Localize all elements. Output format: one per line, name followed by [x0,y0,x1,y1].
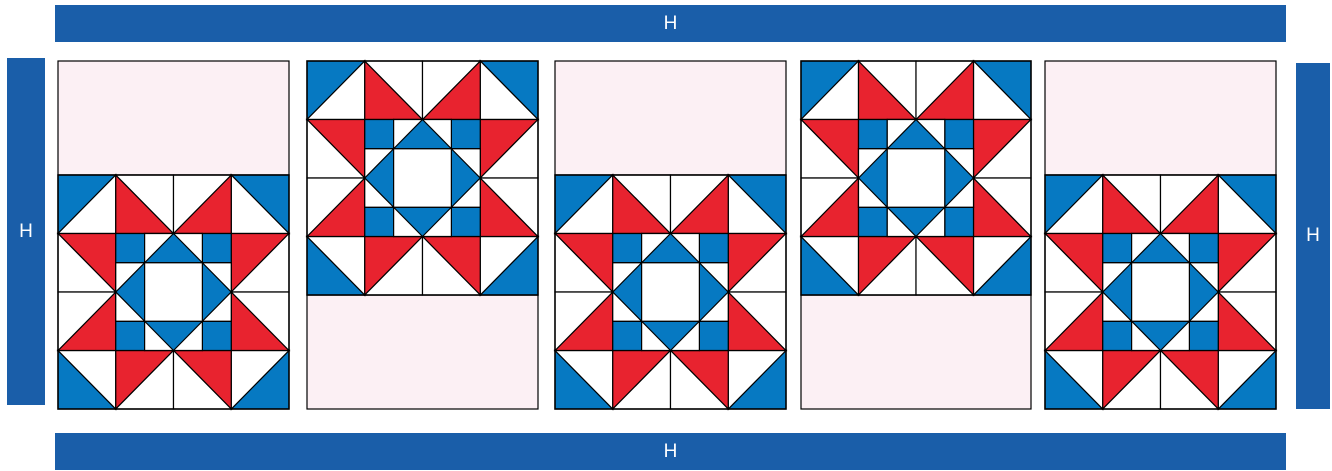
inner-corner-square-blue [365,120,394,149]
filler-panel [307,295,538,409]
inner-corner-square-blue [945,207,974,236]
quilt-block-3 [555,61,786,409]
inner-corner-square-blue [202,234,231,263]
inner-corner-square-blue [116,234,145,263]
inner-corner-square-blue [859,207,888,236]
filler-panel [801,295,1031,409]
quilt-block-1 [58,61,289,409]
inner-corner-square-blue [613,321,642,350]
inner-corner-square-blue [613,234,642,263]
inner-corner-square-blue [1103,321,1132,350]
inner-corner-square-blue [699,321,728,350]
inner-corner-square-blue [202,321,231,350]
inner-center-square-white [145,263,203,322]
filler-panel [58,61,289,175]
inner-center-square-white [642,263,700,322]
inner-corner-square-blue [451,120,480,149]
inner-corner-square-blue [1189,321,1218,350]
inner-corner-square-blue [699,234,728,263]
inner-corner-square-blue [945,120,974,149]
inner-center-square-white [1132,263,1190,322]
inner-center-square-white [887,149,945,208]
inner-corner-square-blue [1103,234,1132,263]
inner-corner-square-blue [859,120,888,149]
filler-panel [1045,61,1276,175]
inner-corner-square-blue [365,207,394,236]
inner-center-square-white [394,149,452,208]
quilt-block-4 [801,61,1031,409]
quilt-block-5 [1045,61,1276,409]
inner-corner-square-blue [451,207,480,236]
quilt-block-2 [307,61,538,409]
filler-panel [555,61,786,175]
inner-corner-square-blue [1189,234,1218,263]
inner-corner-square-blue [116,321,145,350]
